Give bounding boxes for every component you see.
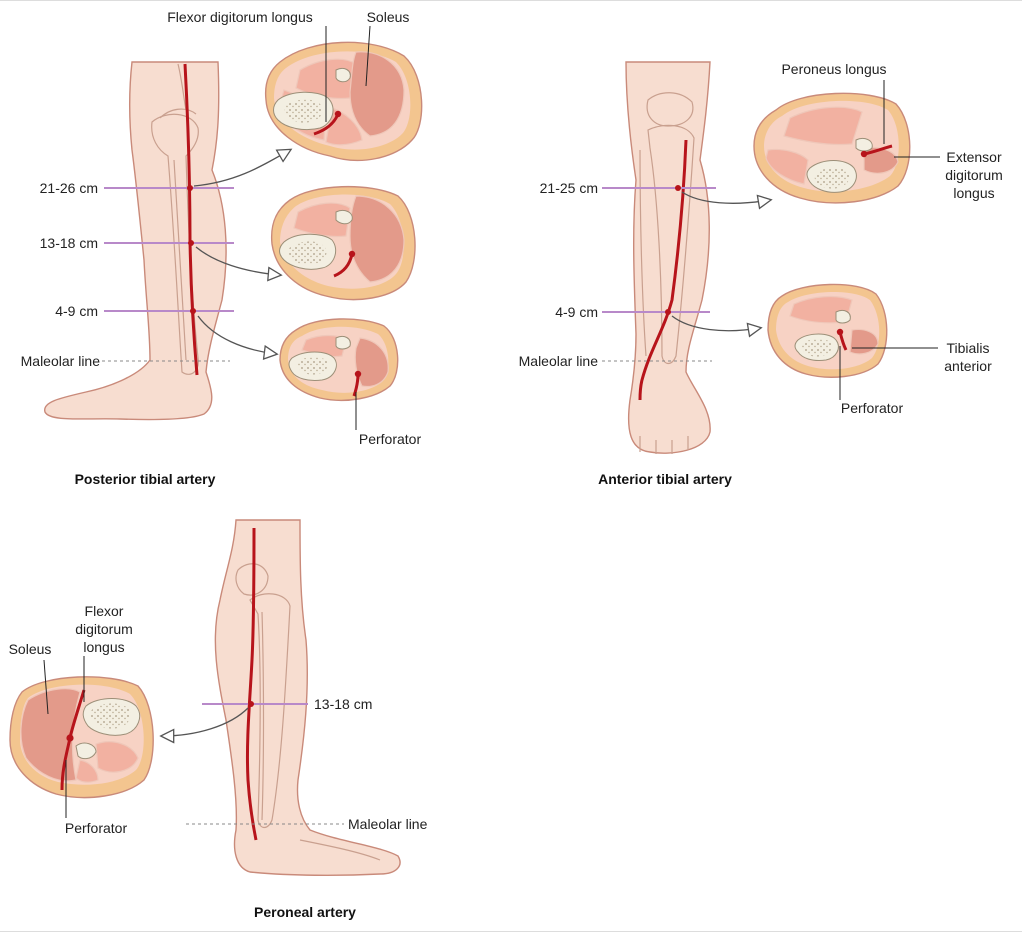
label-perforator-p: Perforator	[65, 820, 128, 836]
label-soleus: Soleus	[367, 9, 410, 25]
maleolar-label-p: Maleolar line	[348, 816, 428, 832]
femur-posterior	[177, 63, 187, 111]
level-dot-2	[188, 240, 194, 246]
cross-section-a2	[767, 283, 888, 378]
tibia-posterior	[151, 113, 199, 375]
cross-section-p	[9, 676, 154, 799]
label-extensor-2: digitorum	[945, 167, 1003, 183]
level-dot-a2	[665, 309, 671, 315]
cross-section-1	[264, 41, 423, 162]
cross-section-2	[270, 185, 416, 301]
label-peroneus-longus: Peroneus longus	[781, 61, 886, 77]
arrow-2	[195, 246, 280, 275]
tibia-anterior	[647, 124, 695, 365]
leg-anterior	[625, 61, 711, 454]
leg-posterior	[44, 61, 227, 421]
level-dot-a1	[675, 185, 681, 191]
knee-posterior	[159, 108, 197, 119]
arrow-3	[197, 315, 276, 354]
anterior-tibial-artery	[638, 139, 688, 401]
patella-anterior	[646, 92, 694, 127]
level-label-p1: 13-18 cm	[314, 696, 372, 712]
label-flexor-p3: longus	[83, 639, 124, 655]
toes-anterior	[639, 436, 689, 454]
label-perforator-a: Perforator	[841, 400, 904, 416]
maleolar-label-a: Maleolar line	[519, 353, 599, 369]
label-flexor-p2: digitorum	[75, 621, 133, 637]
label-soleus-p: Soleus	[9, 641, 52, 657]
level-dot-1	[187, 185, 193, 191]
caption-peroneal: Peroneal artery	[254, 904, 356, 920]
arrow-p1	[162, 707, 249, 736]
label-perforator: Perforator	[359, 431, 422, 447]
level-label-3: 4-9 cm	[55, 303, 98, 319]
posterior-tibial-artery	[183, 63, 199, 376]
label-extensor-1: Extensor	[946, 149, 1002, 165]
level-dot-p1	[248, 701, 254, 707]
foot-peroneal	[299, 839, 381, 861]
caption-anterior: Anterior tibial artery	[598, 471, 732, 487]
tibia-peroneal	[249, 593, 291, 829]
maleolar-label: Maleolar line	[21, 353, 101, 369]
label-tibialis-1: Tibialis	[946, 340, 989, 356]
peroneal-artery	[245, 527, 258, 841]
arrow-1	[193, 150, 290, 187]
cross-section-a1	[753, 92, 911, 204]
label-extensor-3: longus	[953, 185, 994, 201]
level-label-1: 21-26 cm	[40, 180, 98, 196]
panel-peroneal: 13-18 cm Maleolar line Flexor digitorum …	[9, 519, 428, 920]
cross-section-3	[279, 318, 399, 401]
arrow-a2	[671, 315, 760, 331]
fibula-posterior	[173, 159, 187, 361]
label-flexor-digitorum-longus: Flexor digitorum longus	[167, 9, 313, 25]
fibula-anterior	[639, 149, 647, 357]
level-dot-3	[190, 308, 196, 314]
leg-peroneal	[214, 519, 401, 877]
panel-anterior-tibial: 21-25 cm 4-9 cm Maleolar line	[519, 61, 1003, 487]
level-label-2: 13-18 cm	[40, 235, 98, 251]
level-label-a1: 21-25 cm	[540, 180, 598, 196]
label-flexor-p1: Flexor	[85, 603, 124, 619]
arrow-a1	[681, 191, 770, 203]
level-label-a2: 4-9 cm	[555, 304, 598, 320]
panel-posterior-tibial: 21-26 cm 13-18 cm 4-9 cm Maleolar line	[21, 9, 423, 487]
caption-posterior: Posterior tibial artery	[75, 471, 216, 487]
fibula-peroneal	[261, 611, 265, 821]
label-tibialis-2: anterior	[944, 358, 992, 374]
